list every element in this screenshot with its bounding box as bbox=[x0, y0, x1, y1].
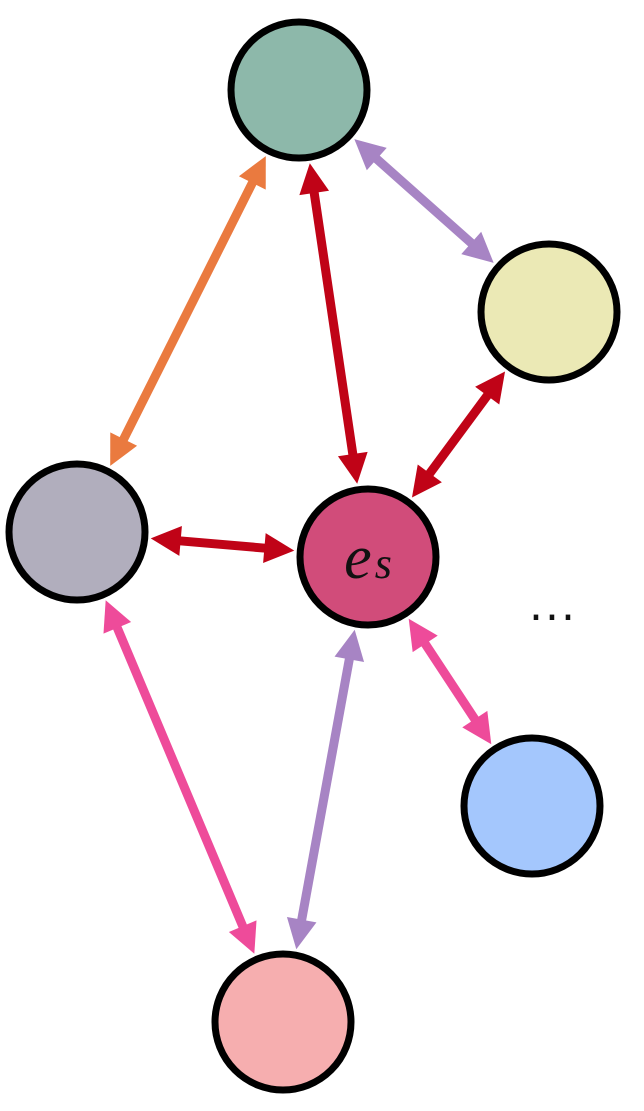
node-top bbox=[227, 18, 371, 162]
center-label-main: e bbox=[344, 524, 372, 592]
edge-left-top bbox=[110, 156, 266, 466]
edge-center-bottom-head-end bbox=[286, 916, 317, 950]
edge-left-bottom-head-end bbox=[228, 920, 257, 954]
edge-left-center bbox=[150, 525, 295, 564]
edge-left-center-shaft bbox=[176, 536, 269, 553]
edge-left-bottom-shaft bbox=[111, 622, 249, 932]
edge-left-center-head-start bbox=[150, 525, 182, 556]
edge-center-lower-right-head-start bbox=[408, 618, 438, 653]
edge-center-lower-right bbox=[408, 618, 492, 745]
edge-left-center-head-end bbox=[263, 533, 295, 564]
edge-upper-right-center-head-end bbox=[411, 464, 442, 498]
edge-left-bottom bbox=[103, 600, 257, 954]
edge-center-bottom-shaft bbox=[296, 654, 355, 925]
edge-top-center-head-start bbox=[299, 163, 330, 196]
edge-upper-right-center-head-start bbox=[475, 371, 506, 405]
edge-upper-right-center-shaft bbox=[423, 389, 494, 480]
edges-layer bbox=[103, 139, 506, 954]
ellipsis-more-nodes: ... bbox=[529, 580, 577, 631]
edge-top-center-head-end bbox=[337, 451, 368, 484]
node-center-es bbox=[296, 485, 440, 629]
edge-top-center-shaft bbox=[309, 188, 358, 459]
node-upper-right bbox=[477, 240, 621, 384]
edge-center-bottom-head-start bbox=[334, 629, 365, 663]
edge-top-upper-right-shaft bbox=[370, 153, 478, 249]
edge-center-bottom bbox=[286, 629, 365, 950]
edge-center-lower-right-head-end bbox=[462, 710, 492, 745]
node-lower-right bbox=[460, 734, 604, 878]
edge-top-upper-right bbox=[354, 139, 494, 263]
edge-left-top-head-start bbox=[110, 432, 138, 466]
edge-left-top-shaft bbox=[117, 177, 259, 445]
node-left bbox=[5, 460, 149, 604]
center-label-sub: s bbox=[375, 539, 392, 588]
nodes-layer bbox=[5, 18, 621, 1094]
edge-left-bottom-head-start bbox=[103, 600, 132, 634]
edge-upper-right-center bbox=[411, 371, 506, 498]
node-bottom bbox=[211, 950, 355, 1094]
center-node-label: es bbox=[344, 524, 392, 592]
edge-center-lower-right-shaft bbox=[419, 638, 481, 725]
edge-top-upper-right-head-end bbox=[461, 231, 494, 263]
edge-top-center bbox=[299, 163, 368, 484]
edge-left-top-head-end bbox=[238, 156, 266, 190]
edge-top-upper-right-head-start bbox=[354, 139, 387, 171]
